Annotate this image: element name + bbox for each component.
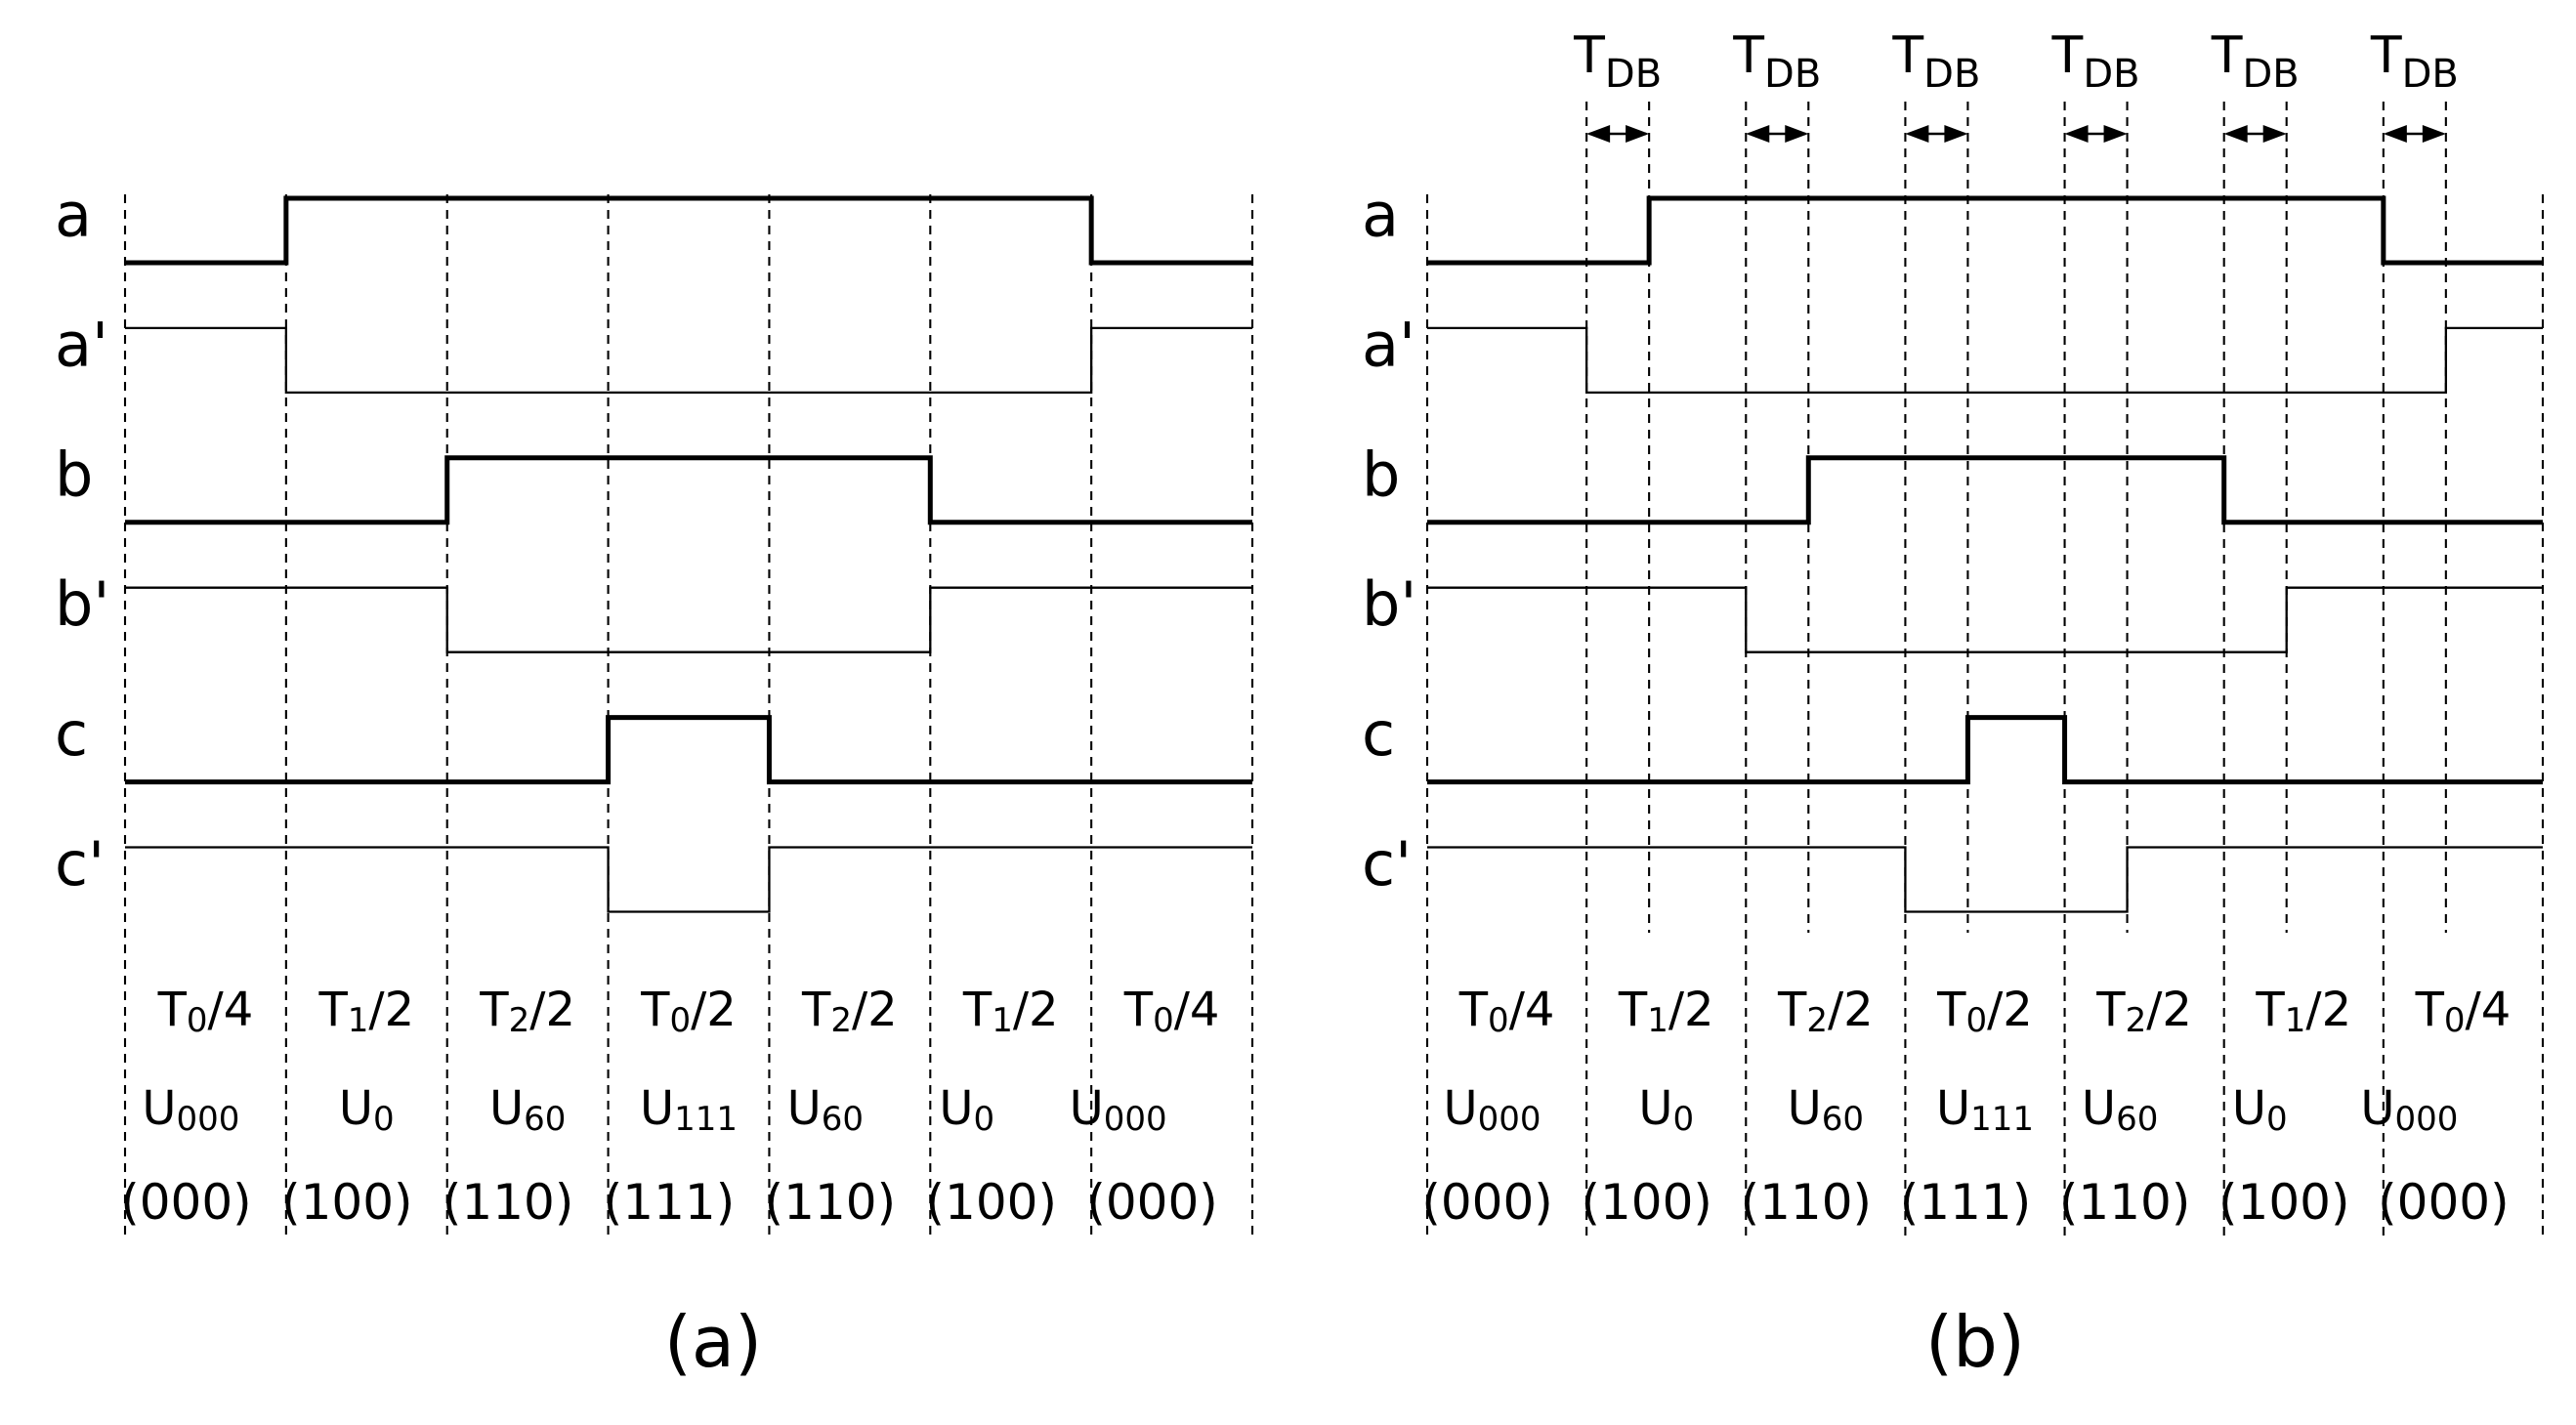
state-label: (110): [765, 1174, 896, 1231]
state-label: (100): [2218, 1174, 2349, 1231]
u-label: U60: [2082, 1081, 2158, 1139]
trace-b: [125, 455, 1253, 525]
state-label: (100): [1581, 1174, 1711, 1231]
deadband-arrow-head-left: [1746, 125, 1770, 143]
t-label: T0/4: [1458, 983, 1555, 1040]
tdb-label: TDB: [1573, 26, 1662, 97]
trace-c: [125, 715, 1253, 785]
u-label: U0: [1638, 1081, 1694, 1139]
state-label: (111): [1900, 1174, 2031, 1231]
t-label: T0/2: [640, 983, 737, 1040]
u-label: U60: [787, 1081, 864, 1139]
t-label: T1/2: [2255, 983, 2351, 1040]
u-label: U000: [2360, 1081, 2458, 1139]
u-label: U111: [640, 1081, 738, 1139]
u-label: U000: [142, 1081, 239, 1139]
u-label: U0: [939, 1081, 994, 1139]
deadband-arrow-head-left: [2064, 125, 2089, 143]
state-label: (000): [120, 1174, 251, 1231]
trace-c-prime: [125, 846, 1253, 913]
state-label: (000): [2378, 1174, 2509, 1231]
t-label: T1/2: [962, 983, 1059, 1040]
t-label: T0/2: [1936, 983, 2033, 1040]
u-label: U111: [1936, 1081, 2034, 1139]
trace-c: [1427, 715, 2543, 785]
signal-label-b-prime: b': [1362, 568, 1416, 640]
state-label: (110): [443, 1174, 573, 1231]
caption-b: (b): [1925, 1301, 2025, 1383]
state-label: (110): [1741, 1174, 1872, 1231]
deadband-arrow-head-right: [1944, 125, 1968, 143]
state-label: (000): [1086, 1174, 1217, 1231]
signal-label-a: a: [55, 180, 92, 251]
tdb-label: TDB: [2211, 26, 2300, 97]
t-label: T2/2: [479, 983, 575, 1040]
tdb-label: TDB: [1732, 26, 1821, 97]
u-label: U60: [1788, 1081, 1864, 1139]
signal-label-a: a: [1362, 180, 1399, 251]
u-label: U000: [1070, 1081, 1167, 1139]
trace-a-prime: [125, 326, 1253, 395]
trace-a-prime: [1427, 326, 2543, 395]
state-label: (100): [926, 1174, 1057, 1231]
deadband-arrow-head-left: [1586, 125, 1611, 143]
deadband-arrow-head-left: [1905, 125, 1929, 143]
trace-b-prime: [1427, 586, 2543, 653]
u-label: U0: [339, 1081, 395, 1139]
u-label: U60: [489, 1081, 566, 1139]
t-label: T1/2: [317, 983, 414, 1040]
signal-label-b-prime: b': [55, 568, 109, 640]
t-label: T2/2: [2095, 983, 2192, 1040]
trace-c-prime: [1427, 846, 2543, 913]
deadband-arrow-head-right: [2262, 125, 2287, 143]
signal-label-b: b: [1362, 439, 1400, 510]
signal-label-c-prime: c': [55, 828, 105, 900]
trace-b: [1427, 455, 2543, 525]
u-label: U0: [2232, 1081, 2288, 1139]
deadband-arrow-head-left: [2383, 125, 2407, 143]
signal-label-a-prime: a': [55, 309, 108, 380]
tdb-label: TDB: [2051, 26, 2140, 97]
deadband-arrow-head-right: [2103, 125, 2128, 143]
tdb-label: TDB: [1891, 26, 1980, 97]
signal-label-c: c: [1362, 698, 1395, 770]
state-label: (000): [1421, 1174, 1552, 1231]
u-label: U000: [1444, 1081, 1541, 1139]
trace-a: [125, 195, 1253, 266]
state-label: (111): [604, 1174, 735, 1231]
deadband-arrow-head-right: [1626, 125, 1650, 143]
deadband-arrow-head-left: [2223, 125, 2248, 143]
signal-label-c: c: [55, 698, 88, 770]
state-label: (100): [281, 1174, 412, 1231]
signal-label-a-prime: a': [1362, 309, 1415, 380]
trace-b-prime: [125, 586, 1253, 653]
tdb-label: TDB: [2370, 26, 2459, 97]
deadband-arrow-head-right: [1785, 125, 1809, 143]
state-label: (110): [2059, 1174, 2190, 1231]
t-label: T1/2: [1618, 983, 1714, 1040]
caption-a: (a): [664, 1301, 762, 1383]
trace-a: [1427, 195, 2543, 266]
deadband-arrow-head-right: [2422, 125, 2446, 143]
t-label: T0/4: [157, 983, 254, 1040]
t-label: T2/2: [1777, 983, 1874, 1040]
t-label: T0/4: [2415, 983, 2512, 1040]
t-label: T2/2: [801, 983, 898, 1040]
t-label: T0/4: [1123, 983, 1220, 1040]
signal-label-c-prime: c': [1362, 828, 1412, 900]
signal-label-b: b: [55, 439, 93, 510]
